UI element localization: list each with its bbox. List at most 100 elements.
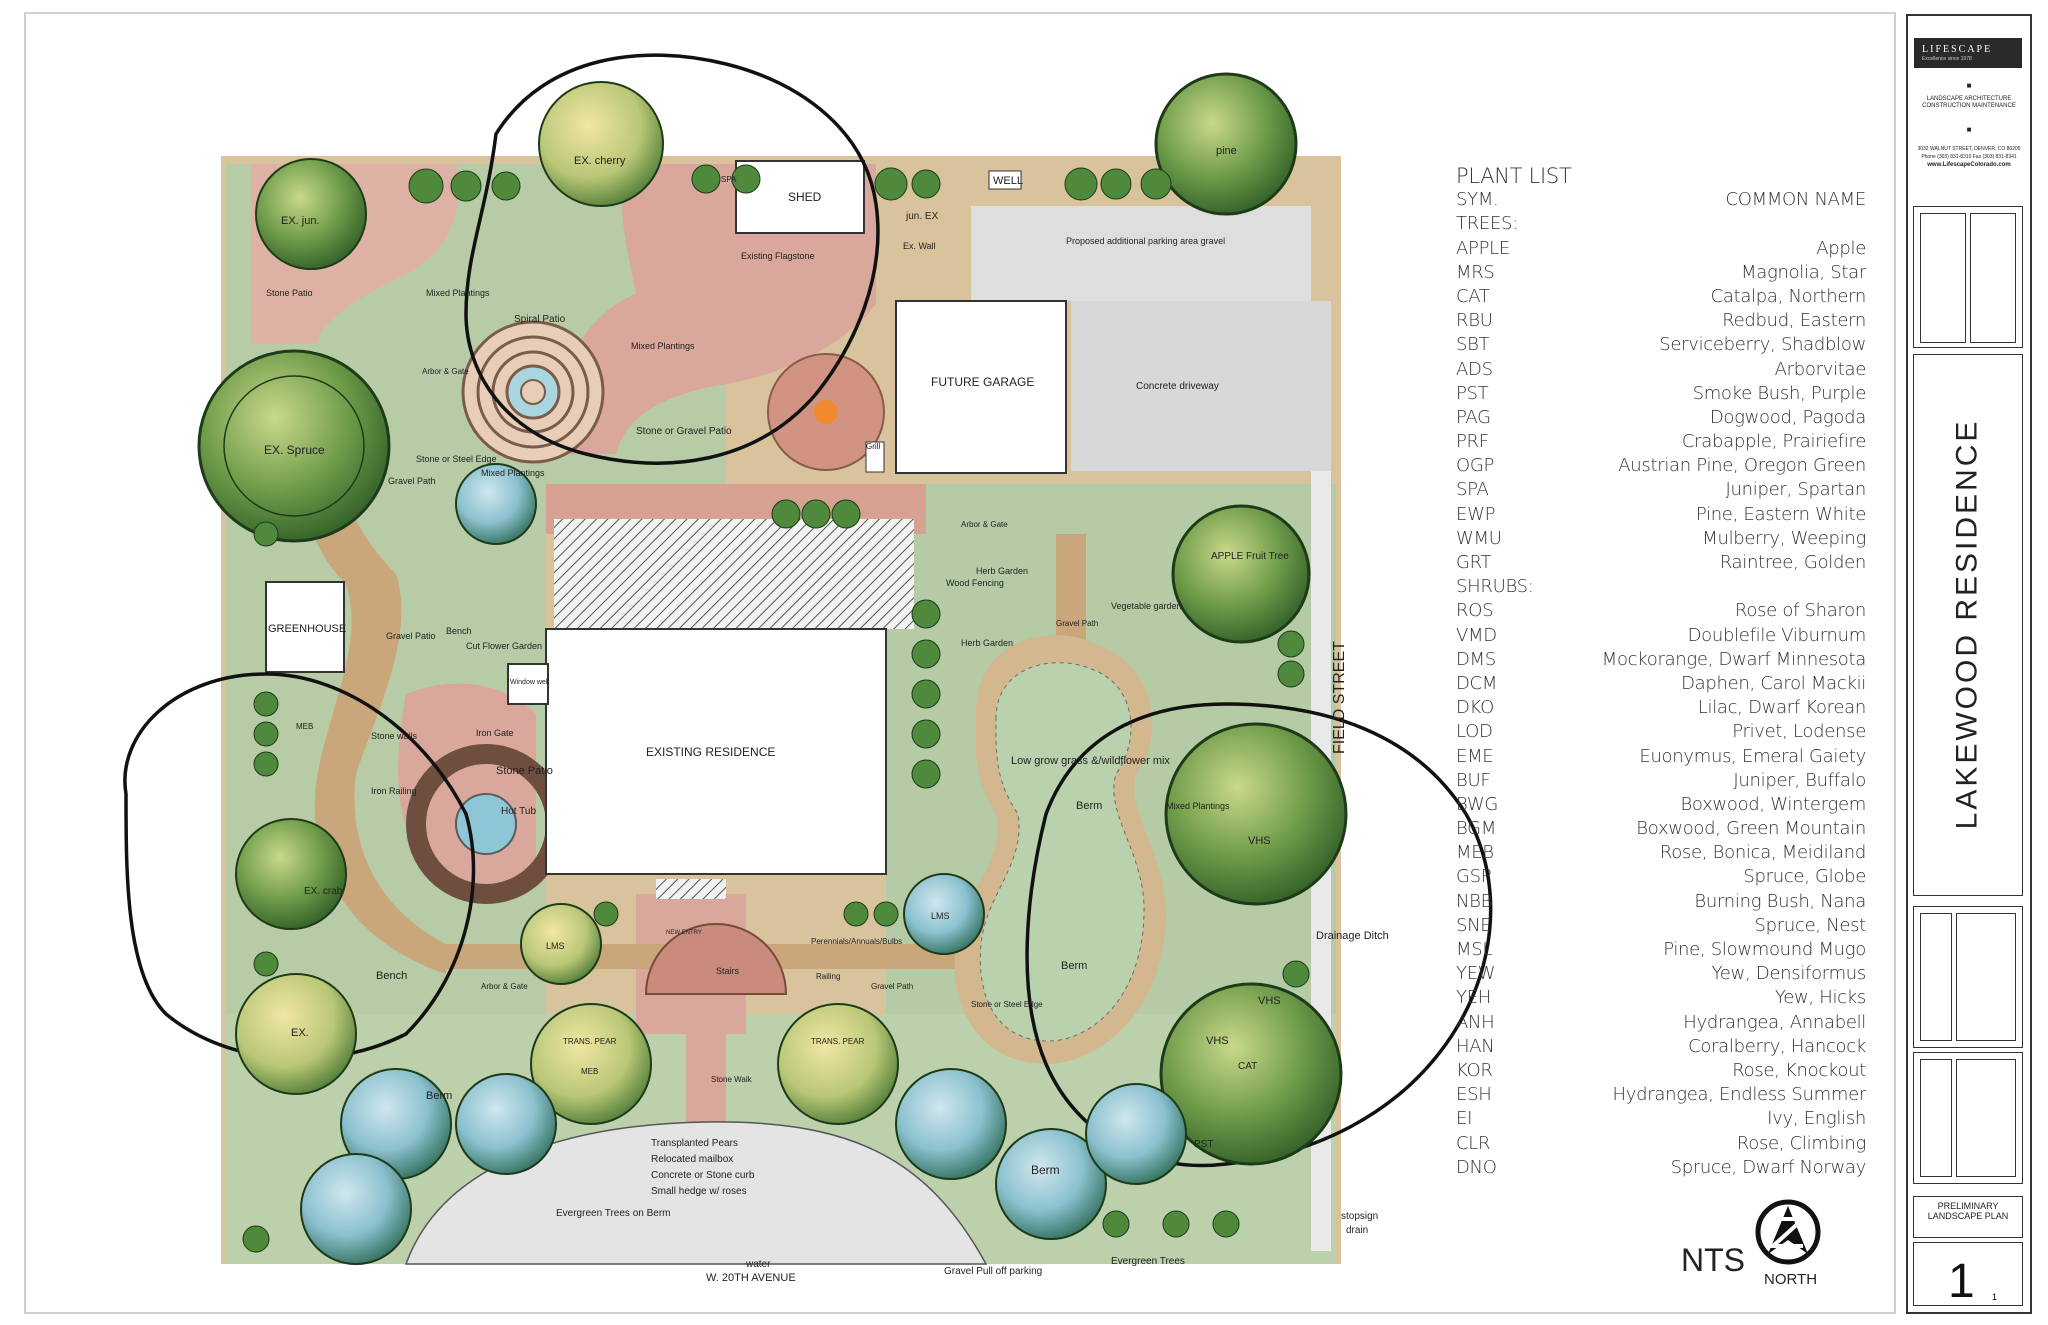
- plan-labels: SHED WELL EX. cherry EX. jun. pine jun. …: [264, 145, 1389, 1284]
- label-vegetable-garden: Vegetable garden: [1111, 601, 1182, 611]
- nts-label: NTS: [1681, 1242, 1745, 1278]
- plant-list: PLANT LIST SYM. COMMON NAME TREES: APPLE…: [1456, 164, 1866, 1180]
- shrubs-header: SHRUBS:: [1456, 576, 1534, 598]
- lms-cluster-1: [520, 903, 602, 985]
- canopy-outlines: [123, 53, 1493, 1168]
- label-low-grow: Low grow grass &/wildflower mix: [1011, 755, 1170, 767]
- plant-symbol: RBU: [1456, 310, 1493, 332]
- north-arrow-icon: [1755, 1199, 1821, 1265]
- label-pst: PST: [1194, 1139, 1213, 1150]
- plant-symbol: PRF: [1456, 431, 1489, 453]
- plant-common-name: Coralberry, Hancock: [1688, 1035, 1866, 1057]
- plant-common-name: Pine, Slowmound Mugo: [1663, 939, 1866, 960]
- label-trans-pear-2: TRANS. PEAR: [811, 1037, 865, 1046]
- label-concrete-driveway: Concrete driveway: [1136, 381, 1219, 392]
- plant-common-name: Raintree, Golden: [1719, 552, 1867, 573]
- bullet-icon: ■: [1966, 81, 1972, 90]
- label-gravel-pullout: Gravel Pull off parking: [944, 1266, 1042, 1277]
- label-ex-crab: EX. crab: [304, 886, 343, 897]
- title-block: LIFESCAPE Excellence since 1978 ■ LANDSC…: [1906, 14, 2032, 1314]
- existing-residence: [545, 628, 887, 875]
- label-stone-patio: Stone Patio: [496, 765, 553, 777]
- plant-symbol: OGP: [1456, 455, 1495, 477]
- well-box: [988, 170, 1022, 190]
- plant-symbol: LOD: [1456, 721, 1493, 743]
- plant-symbol: GSP: [1456, 866, 1492, 888]
- label-iron-gate: Iron Gate: [476, 728, 514, 738]
- label-hot-tub: Hot Tub: [501, 806, 536, 817]
- plant-common-name: Mockorange, Dwarf Minnesota: [1601, 648, 1867, 670]
- entry-stairs: [644, 923, 788, 995]
- label-ex-cherry: EX. cherry: [574, 155, 626, 167]
- plant-common-name: Lilac, Dwarf Korean: [1697, 697, 1867, 719]
- plant-common-name: Spruce, Globe: [1743, 866, 1866, 888]
- canopy-outline-east: [1025, 702, 1493, 1168]
- existing-residence-hatch: [554, 519, 914, 629]
- plant-symbol: YEW: [1456, 963, 1496, 985]
- plant-row: GRT Raintree, Golden: [1456, 551, 1866, 575]
- plant-common-name: Magnolia, Star: [1741, 261, 1866, 283]
- plant-list-title: PLANT LIST: [1456, 164, 1572, 188]
- label-gravel-patio: Gravel Patio: [386, 631, 436, 641]
- plant-common-name: Hydrangea, Endless Summer: [1612, 1084, 1867, 1106]
- plant-symbol: ROS: [1456, 600, 1494, 622]
- plant-symbol: ANH: [1456, 1011, 1495, 1033]
- label-stone-steel-edge-1: Stone or Steel Edge: [416, 454, 497, 464]
- plant-common-name: Privet, Lodense: [1732, 721, 1866, 743]
- label-stone-steel-edge-2: Stone or Steel Edge: [971, 1000, 1043, 1009]
- plant-list-title-row: PLANT LIST: [1456, 164, 1866, 188]
- plant-common-name: Rose, Bonica, Meidiland: [1659, 842, 1866, 864]
- paver-patio-north: [560, 164, 876, 454]
- label-drain: drain: [1346, 1225, 1368, 1236]
- plant-common-name: Doublefile Viburnum: [1687, 624, 1867, 646]
- label-stone-patio-top: Stone Patio: [266, 288, 313, 298]
- plant-common-name: Mulberry, Weeping: [1702, 527, 1866, 549]
- label-berm-1: Berm: [1076, 800, 1102, 812]
- label-railing: Railing: [816, 972, 840, 981]
- plant-symbol: CLR: [1456, 1132, 1491, 1154]
- greenhouse: [265, 581, 345, 673]
- plant-symbol: BGM: [1456, 818, 1497, 840]
- common-name-header: COMMON NAME: [1725, 189, 1866, 211]
- company-phone: Phone (303) 831-8310 Fax (303) 831-8341: [1921, 154, 2017, 160]
- sheet-number: 1: [1948, 1255, 1975, 1308]
- label-spa: SPA: [721, 175, 737, 184]
- plant-symbol: GRT: [1456, 552, 1492, 573]
- info-box-2: [1913, 1052, 2023, 1184]
- project-title-box: [1913, 354, 2023, 896]
- label-arbor-gate-3: Arbor & Gate: [481, 982, 528, 991]
- label-vhs-3: VHS: [1206, 1035, 1229, 1047]
- sheet-number-box: [1913, 1242, 2023, 1306]
- plant-list-header-row: SYM. COMMON NAME: [1456, 188, 1866, 212]
- apple-tree: [1171, 504, 1311, 644]
- plant-common-name: Spruce, Dwarf Norway: [1670, 1156, 1867, 1178]
- label-stone-walls: Stone walls: [371, 731, 418, 741]
- plant-row: PRF Crabapple, Prairiefire: [1456, 430, 1866, 454]
- plant-symbol: BWG: [1456, 793, 1498, 815]
- plant-common-name: Crabapple, Prairiefire: [1681, 431, 1866, 453]
- bullet-icon: ■: [1966, 125, 1972, 134]
- plant-common-name: Rose of Sharon: [1734, 600, 1866, 622]
- label-cut-flower: Cut Flower Garden: [466, 641, 542, 651]
- plant-common-name: Daphen, Carol Mackii: [1681, 672, 1866, 694]
- plant-symbol: SBT: [1456, 334, 1490, 356]
- label-evergreen-berm: Evergreen Trees on Berm: [556, 1208, 671, 1219]
- trees: [197, 72, 1348, 1265]
- label-evergreen-trees: Evergreen Trees: [1111, 1256, 1185, 1267]
- label-ex-jun: EX. jun.: [281, 215, 320, 227]
- low-grow-meadow: [979, 662, 1145, 1042]
- ex-spruce-tree: [197, 349, 391, 543]
- label-w20th: W. 20TH AVENUE: [706, 1272, 796, 1284]
- plant-row: LOD Privet, Lodense: [1456, 720, 1866, 744]
